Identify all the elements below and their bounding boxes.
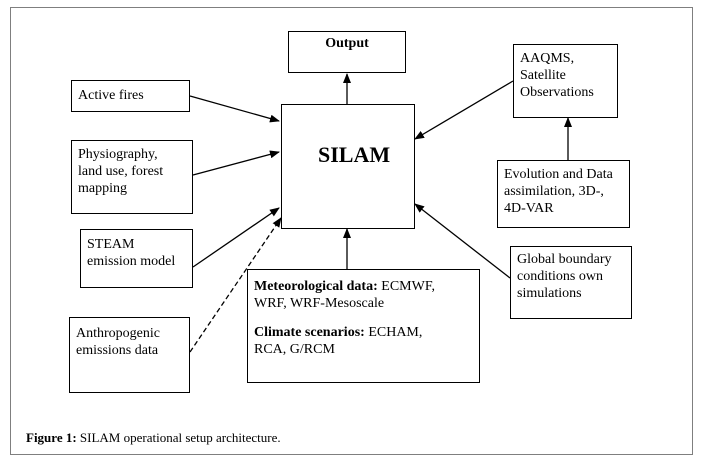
meteo-value-2: WRF, WRF-Mesoscale xyxy=(254,296,385,311)
output-box xyxy=(288,31,406,73)
physiography-line-1: Physiography, xyxy=(78,147,158,162)
output-label: Output xyxy=(325,36,369,51)
aaqms-line-1: AAQMS, xyxy=(520,51,575,66)
climate-value-2: RCA, G/RCM xyxy=(254,342,335,357)
climate-label: Climate scenarios: xyxy=(254,325,365,340)
evolution-box: Evolution and Data assimilation, 3D-, 4D… xyxy=(497,160,630,228)
meteo-paragraph: Meteorological data: ECMWF, WRF, WRF-Mes… xyxy=(254,278,473,312)
anthropogenic-box: Anthropogenic emissions data xyxy=(69,317,190,393)
caption-prefix: Figure 1: xyxy=(26,430,77,445)
global-boundary-line-3: simulations xyxy=(517,286,582,301)
arrow-aaqms xyxy=(414,80,514,140)
evolution-line-2: assimilation, 3D-, xyxy=(504,184,604,199)
figure-frame xyxy=(10,7,693,455)
evolution-line-3: 4D-VAR xyxy=(504,201,554,216)
silam-label: SILAM xyxy=(318,142,391,167)
active-fires-line: Active fires xyxy=(78,88,144,103)
evolution-line-1: Evolution and Data xyxy=(504,167,613,182)
arrow-global-boundary xyxy=(414,203,511,279)
global-boundary-line-2: conditions own xyxy=(517,269,603,284)
steam-line-2: emission model xyxy=(87,254,176,269)
arrow-anthropogenic xyxy=(189,217,282,353)
arrow-active-fires xyxy=(189,95,280,123)
arrow-physiography xyxy=(192,150,280,176)
silam-box xyxy=(281,104,415,229)
figure-caption: Figure 1: SILAM operational setup archit… xyxy=(26,430,281,446)
aaqms-line-2: Satellite xyxy=(520,68,566,83)
climate-paragraph: Climate scenarios: ECHAM, RCA, G/RCM xyxy=(254,324,473,358)
global-boundary-line-1: Global boundary xyxy=(517,252,612,267)
climate-value-1: ECHAM, xyxy=(364,325,423,340)
meteo-value-1: ECMWF, xyxy=(377,279,435,294)
physiography-line-2: land use, forest xyxy=(78,164,164,179)
steam-box: STEAM emission model xyxy=(80,229,193,288)
arrow-steam xyxy=(192,207,280,268)
global-boundary-box: Global boundary conditions own simulatio… xyxy=(510,246,632,319)
aaqms-box: AAQMS, Satellite Observations xyxy=(513,44,618,118)
physiography-box: Physiography, land use, forest mapping xyxy=(71,140,193,214)
caption-text: SILAM operational setup architecture. xyxy=(76,430,281,445)
meteo-box: Meteorological data: ECMWF, WRF, WRF-Mes… xyxy=(247,269,480,383)
physiography-line-3: mapping xyxy=(78,181,127,196)
steam-line-1: STEAM xyxy=(87,237,135,252)
meteo-label: Meteorological data: xyxy=(254,279,378,294)
active-fires-box: Active fires xyxy=(71,80,190,112)
anthropogenic-line-2: emissions data xyxy=(76,343,159,358)
aaqms-line-3: Observations xyxy=(520,85,594,100)
anthropogenic-line-1: Anthropogenic xyxy=(76,326,160,341)
